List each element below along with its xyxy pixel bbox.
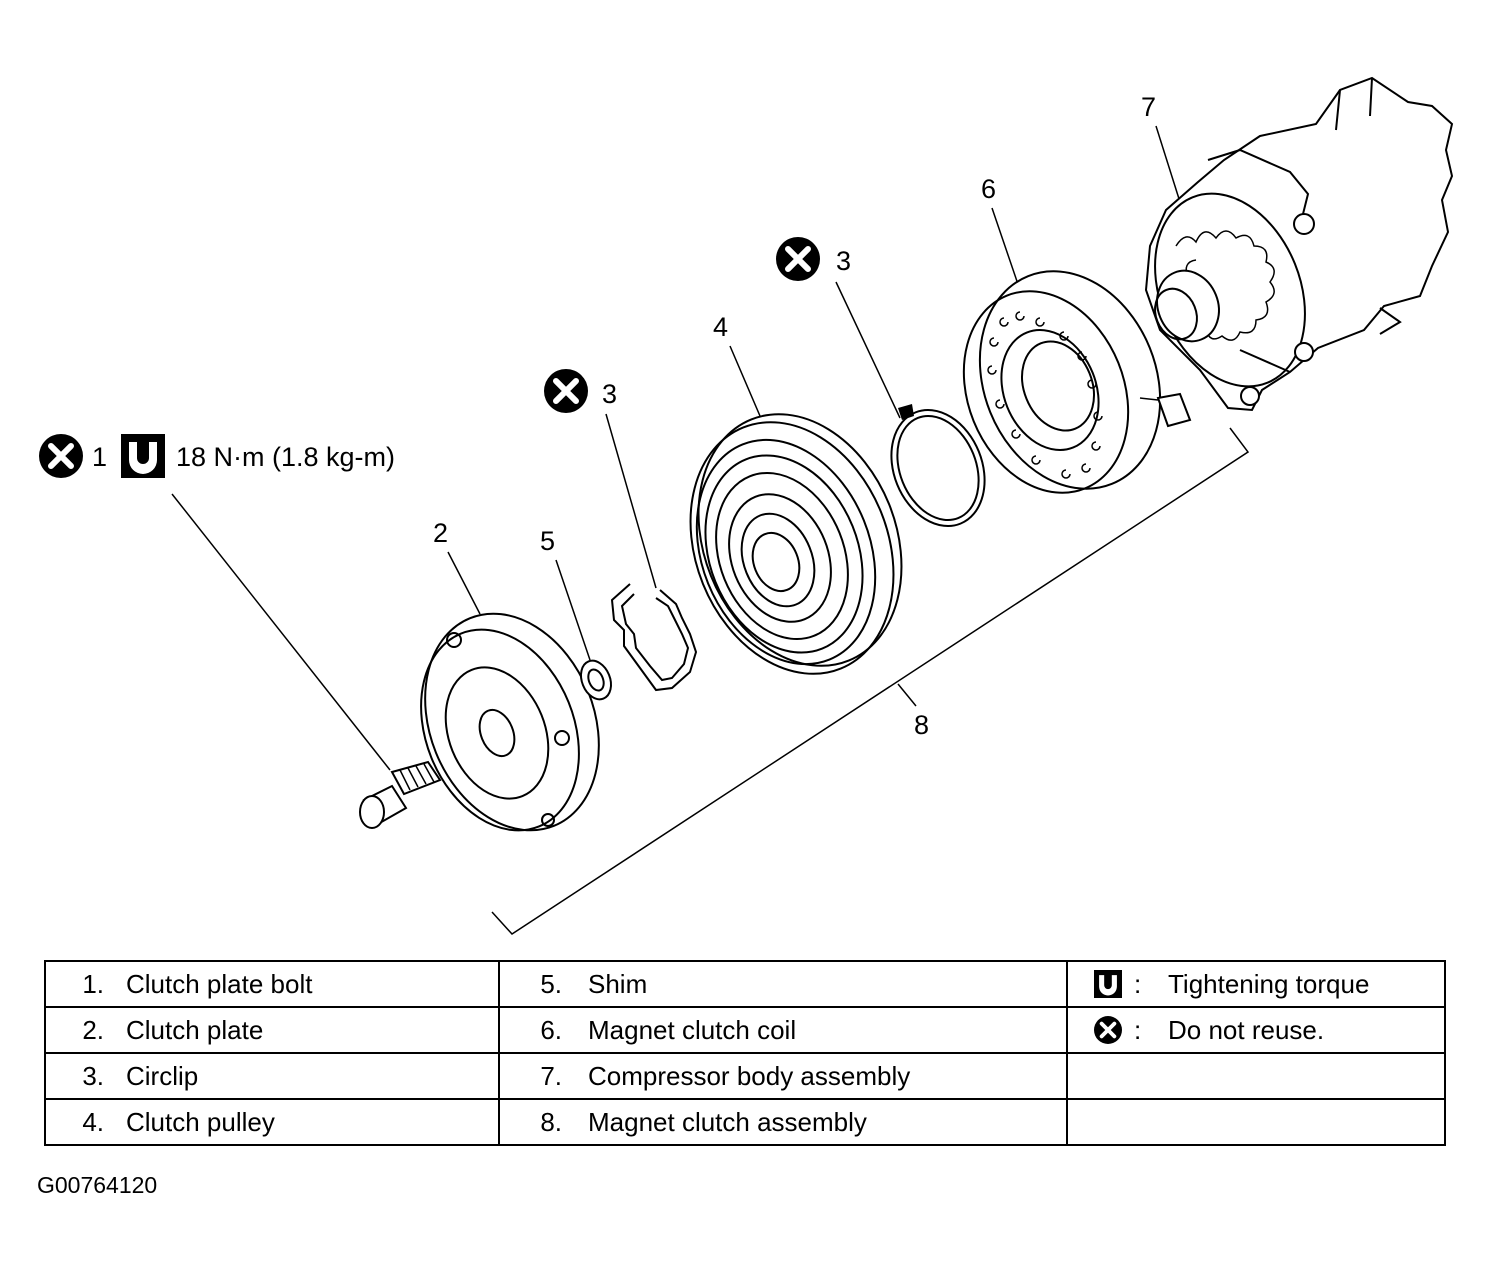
callout-1-torque: 18 N·m (1.8 kg-m) <box>176 442 395 472</box>
legend-number: 7. <box>540 1060 562 1091</box>
circlip-outer <box>890 404 986 528</box>
callout-1: 1 18 N·m (1.8 kg-m) <box>39 434 395 478</box>
clutch-plate <box>420 612 600 832</box>
legend-text: Clutch plate bolt <box>126 968 313 999</box>
callout-8-label: 8 <box>914 710 929 740</box>
callout-2-label: 2 <box>433 518 448 548</box>
legend-row: 3. Circlip 7. Compressor body assembly <box>44 1052 1446 1100</box>
legend-text: Compressor body assembly <box>588 1060 911 1091</box>
parts-legend-table: 1. Clutch plate bolt 5. Shim : Tightening … <box>44 960 1446 1146</box>
do-not-reuse-icon <box>1094 1016 1122 1044</box>
legend-number: 5. <box>540 968 562 999</box>
callout-4-label: 4 <box>713 312 728 342</box>
legend-row: 2. Clutch plate 6. Magnet clutch coil : Do… <box>44 1006 1446 1054</box>
torque-wrench-icon <box>1094 970 1122 998</box>
callout-5-label: 5 <box>540 526 555 556</box>
callout-1-number: 1 <box>92 442 107 472</box>
legend-symbol-text: Do not reuse. <box>1168 1014 1325 1045</box>
legend-number: 4. <box>82 1106 104 1137</box>
torque-wrench-icon <box>121 434 165 478</box>
do-not-reuse-icon <box>544 369 588 413</box>
legend-number: 3. <box>82 1060 104 1091</box>
clutch-plate-bolt <box>359 760 442 829</box>
do-not-reuse-icon <box>39 434 83 478</box>
legend-number: 6. <box>540 1014 562 1045</box>
do-not-reuse-icon <box>776 237 820 281</box>
legend-text: Magnet clutch coil <box>588 1014 797 1045</box>
legend-number: 2. <box>82 1014 104 1045</box>
legend-colon: : <box>1134 1014 1142 1045</box>
compressor-body <box>1144 76 1454 412</box>
legend-number: 8. <box>540 1106 562 1137</box>
callout-3b-label: 3 <box>836 246 851 276</box>
callout-7-label: 7 <box>1141 92 1156 122</box>
callout-3-label: 3 <box>602 379 617 409</box>
legend-row: 1. Clutch plate bolt 5. Shim : Tightening … <box>44 960 1446 1008</box>
clutch-pulley <box>689 413 903 675</box>
legend-text: Circlip <box>126 1060 199 1091</box>
legend-colon: : <box>1134 968 1142 999</box>
legend-text: Clutch plate <box>126 1014 264 1045</box>
legend-text: Shim <box>588 968 648 999</box>
assembly-bracket <box>491 427 1250 935</box>
legend-row: 4. Clutch pulley 8. Magnet clutch assembly <box>44 1098 1446 1146</box>
exploded-view-diagram: 1 18 N·m (1.8 kg-m) 2 5 3 4 <box>0 76 1454 935</box>
figure-id: G00764120 <box>37 1172 158 1198</box>
legend-text: Clutch pulley <box>126 1106 275 1137</box>
legend-number: 1. <box>82 968 104 999</box>
magnet-clutch-coil <box>962 270 1192 494</box>
circlip-inner <box>610 583 698 692</box>
callout-6-label: 6 <box>981 174 996 204</box>
legend-symbol-text: Tightening torque <box>1168 968 1370 999</box>
shim <box>580 659 612 701</box>
legend-text: Magnet clutch assembly <box>588 1106 867 1137</box>
